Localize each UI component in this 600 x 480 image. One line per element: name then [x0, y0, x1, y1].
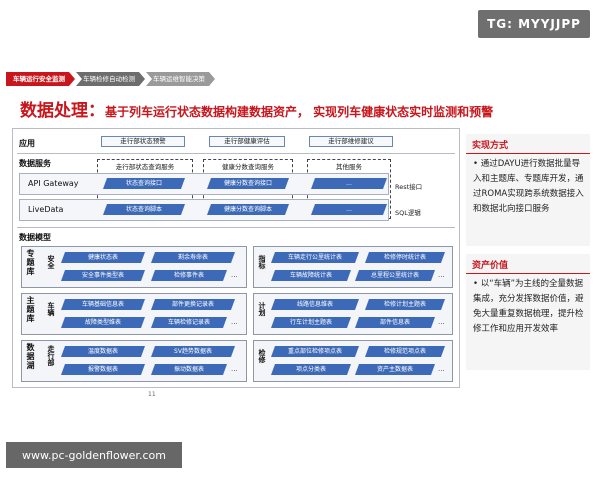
model-table: 检修规范项点表: [365, 346, 445, 357]
model-layer-label: 数据模型: [19, 233, 51, 242]
app-item-health-assessment: 走行部健康评估: [209, 136, 285, 147]
model-table: 温度数据表: [61, 346, 145, 357]
model-table-more: ...: [231, 318, 238, 326]
page-title: 数据处理：基于列车运行状态数据构建数据资产， 实现列车健康状态实时监测和预警: [20, 96, 493, 121]
app-item-maintenance-advice: 走行部维修建议: [309, 136, 393, 147]
model-group-sub: 检修: [258, 349, 266, 363]
model-layer-name: 专题库: [26, 249, 35, 276]
model-layer-name: 主题库: [26, 296, 35, 323]
page-number: 11: [148, 391, 156, 398]
model-table: 线路信息维表: [271, 299, 359, 310]
side-card-value: 资产价值 • 以“车辆”为主线的全量数据集成，充分发挥数据价值，避免大量重复数据…: [466, 254, 590, 370]
model-table: 资产主数据表: [355, 364, 435, 375]
side-card-heading: 资产价值: [466, 254, 590, 274]
page-title-sub: 基于列车运行状态数据构建数据资产， 实现列车健康状态实时监测和预警: [105, 105, 494, 119]
watermark-bottom: www.pc-goldenflower.com: [6, 442, 182, 468]
side-card-method: 实现方式 • 通过DAYU进行数据批量导入和主题库、专题库开发，通过ROMA实现…: [466, 134, 590, 246]
model-table: 部件信息表: [355, 317, 435, 328]
model-group-sub: 安全: [47, 255, 55, 269]
service-row-protocol: Rest接口: [395, 183, 423, 191]
breadcrumb: 车辆运行安全监测 车辆检修自动检测 车辆运维智能决策: [6, 72, 216, 86]
model-table-more: ...: [438, 271, 445, 279]
model-table: 项点分类表: [271, 364, 351, 375]
service-cell: 健康分数查询脚本: [207, 204, 289, 215]
model-table-more: ...: [438, 318, 445, 326]
model-table: 部件更换记录表: [151, 299, 235, 310]
breadcrumb-item-decision[interactable]: 车辆运维智能决策: [146, 72, 215, 86]
model-table: 重点部位检修项点表: [271, 346, 359, 357]
service-column-health-title: 健康分数查询服务: [222, 163, 274, 171]
service-cell: 状态查询脚本: [103, 204, 185, 215]
side-card-text: • 通过DAYU进行数据批量导入和主题库、专题库开发，通过ROMA实现跨系统数据…: [473, 159, 584, 214]
model-table: 车辆走行公里统计表: [271, 252, 359, 263]
service-row-protocol: SQL逻辑: [395, 209, 421, 217]
service-column-status-title: 走行部状态查询服务: [115, 163, 175, 171]
service-row-name: LiveData: [28, 205, 64, 214]
model-table: 车辆故障统计表: [271, 270, 351, 281]
side-card-text: • 以“车辆”为主线的全量数据集成，充分发挥数据价值，避免大量重复数据梳理，提升…: [473, 279, 584, 334]
model-group-sub: 车辆: [47, 302, 55, 316]
model-group-sub: 指标: [258, 255, 266, 269]
app-layer-label: 应用: [19, 139, 35, 148]
model-table: 检修停时统计表: [365, 252, 445, 263]
model-table: SV趋势数据表: [151, 346, 235, 357]
service-row-name: API Gateway: [28, 179, 79, 188]
model-group-sub: 计划: [258, 302, 266, 316]
model-table: 车辆基础信息表: [61, 299, 145, 310]
model-table-more: ...: [231, 365, 238, 373]
model-table-more: ...: [438, 365, 445, 373]
service-cell: ...: [311, 204, 387, 215]
service-cell: 状态查询接口: [103, 178, 185, 189]
page-title-main: 数据处理：: [20, 101, 105, 121]
model-table: 剩余寿命表: [151, 252, 235, 263]
divider: [17, 153, 455, 154]
model-table: 故障类型维表: [61, 317, 145, 328]
side-card-heading: 实现方式: [466, 134, 590, 154]
model-table: 总里程公里统计表: [355, 270, 435, 281]
model-layer-name: 数据湖: [26, 343, 35, 370]
app-item-status-warning: 走行部状态预警: [101, 136, 185, 147]
model-table: 安全事件类型表: [61, 270, 145, 281]
architecture-panel: 应用 走行部状态预警 走行部健康评估 走行部维修建议 数据服务 走行部状态查询服…: [12, 128, 460, 388]
watermark-top: TG: MYYJJPP: [478, 10, 590, 38]
divider: [17, 227, 455, 228]
model-table: 检修计划主题表: [365, 299, 445, 310]
model-group-sub: 走行部: [47, 345, 55, 366]
service-column-other-title: 其他服务: [336, 163, 362, 171]
model-table-more: ...: [231, 271, 238, 279]
breadcrumb-item-maintenance[interactable]: 车辆检修自动检测: [76, 72, 145, 86]
service-layer-label: 数据服务: [19, 159, 51, 168]
breadcrumb-item-safety[interactable]: 车辆运行安全监测: [6, 72, 75, 86]
service-cell: 健康分数查询接口: [207, 178, 289, 189]
service-cell: ...: [311, 178, 387, 189]
model-table: 振动数据表: [151, 364, 227, 375]
model-table: 车辆检修记录表: [151, 317, 227, 328]
model-table: 健康状态表: [61, 252, 145, 263]
model-table: 行车计划主题表: [271, 317, 351, 328]
model-table: 检修事件表: [151, 270, 227, 281]
model-table: 报警数据表: [61, 364, 145, 375]
